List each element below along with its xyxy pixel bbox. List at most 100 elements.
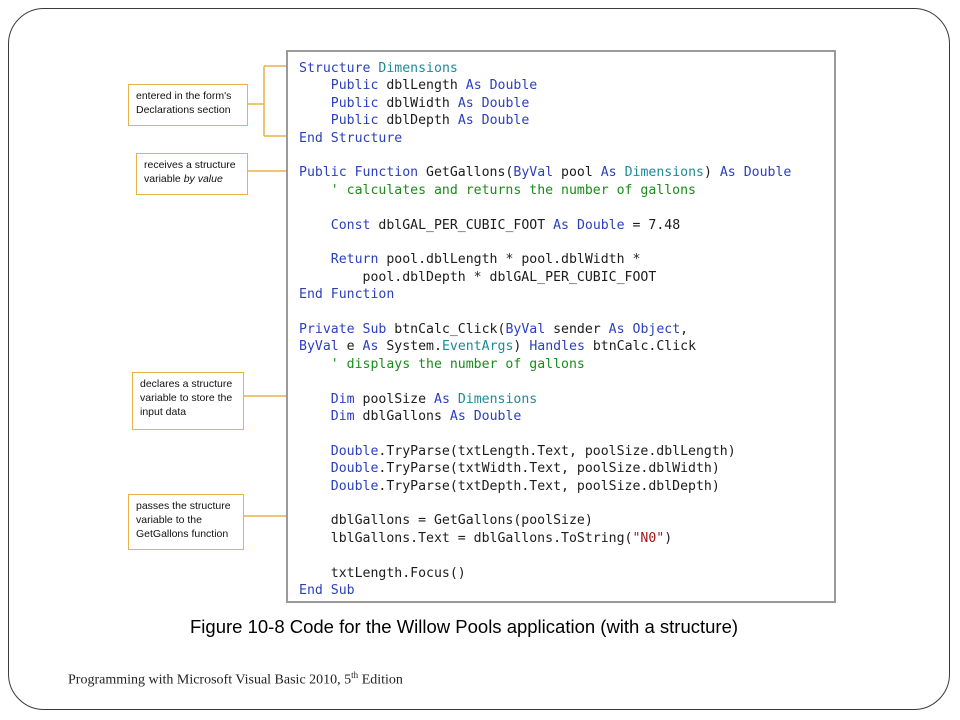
- callout-text: passes the structure: [136, 500, 231, 512]
- callout-text: declares a structure: [140, 378, 233, 390]
- code-line: Return pool.dblLength * pool.dblWidth *: [299, 251, 641, 269]
- code-line: End Structure: [299, 130, 402, 148]
- code-token: Structure: [299, 61, 371, 76]
- code-token: As: [608, 322, 625, 337]
- code-token: [299, 392, 331, 407]
- code-line: ByVal e As System.EventArgs) Handles btn…: [299, 338, 696, 356]
- callout-text: receives a structure: [144, 159, 236, 171]
- code-token: [299, 409, 331, 424]
- code-token: As: [600, 165, 617, 181]
- code-token: lblGallons.Text = dblGallons.ToString(: [299, 530, 633, 546]
- code-token: ByVal: [505, 322, 546, 337]
- code-line: Dim dblGallons As Double: [299, 408, 522, 426]
- code-token: [466, 409, 474, 424]
- code-line: pool.dblDepth * dblGAL_PER_CUBIC_FOOT: [299, 269, 657, 287]
- code-line: Dim poolSize As Dimensions: [299, 391, 537, 409]
- code-token: Object: [632, 322, 681, 337]
- code-token: [299, 113, 331, 128]
- callout-text: Declarations section: [136, 104, 231, 116]
- code-token: Return: [330, 252, 379, 268]
- callout-text: input data: [140, 406, 187, 418]
- code-token: dblWidth: [378, 95, 458, 111]
- code-line: Double.TryParse(txtLength.Text, poolSize…: [299, 443, 736, 461]
- code-token: [474, 96, 482, 111]
- code-token: GetGallons(: [418, 165, 514, 181]
- code-token: [299, 218, 331, 233]
- callout-text: variable to store the: [140, 392, 233, 404]
- code-token: ' displays the number of gallons: [330, 356, 585, 372]
- code-line: ' calculates and returns the number of g…: [299, 182, 696, 200]
- code-token: "N0": [632, 530, 665, 546]
- footer-text: Programming with Microsoft Visual Basic …: [68, 672, 352, 688]
- code-token: EventArgs: [441, 339, 514, 355]
- code-token: End Function: [299, 287, 395, 303]
- code-token: txtLength.Focus(): [299, 565, 466, 581]
- code-token: Public: [330, 95, 379, 111]
- code-token: [299, 78, 331, 93]
- code-token: Private Sub: [299, 322, 387, 337]
- callout-text: entered in the form's: [136, 90, 232, 102]
- code-line: txtLength.Focus(): [299, 565, 466, 583]
- code-line: End Sub: [299, 582, 355, 600]
- code-token: Double: [473, 409, 522, 424]
- code-token: [299, 183, 331, 198]
- callout-passes: passes the structure variable to the Get…: [128, 494, 244, 550]
- slide-footer: Programming with Microsoft Visual Basic …: [68, 670, 403, 689]
- connector-declarations: [248, 65, 296, 137]
- code-token: [736, 165, 744, 180]
- code-token: End Sub: [299, 583, 355, 598]
- code-token: .TryParse(txtLength.Text, poolSize.dblLe…: [378, 443, 736, 459]
- code-token: Double: [743, 165, 792, 181]
- code-token: Double: [330, 478, 379, 494]
- code-token: As: [457, 113, 474, 129]
- code-token: Public: [330, 78, 379, 94]
- code-token: Dimensions: [378, 61, 458, 76]
- code-line: ' displays the number of gallons: [299, 356, 585, 374]
- code-token: pool.dblDepth * dblGAL_PER_CUBIC_FOOT: [299, 269, 657, 285]
- code-token: [450, 392, 458, 407]
- code-token: [625, 322, 633, 337]
- code-line: Double.TryParse(txtDepth.Text, poolSize.…: [299, 478, 720, 496]
- callout-by-value: receives a structure variable by value: [136, 153, 248, 195]
- code-token: Public: [330, 113, 379, 129]
- code-token: ): [664, 530, 673, 546]
- code-token: .TryParse(txtWidth.Text, poolSize.dblWid…: [378, 461, 720, 477]
- code-line: Structure Dimensions: [299, 60, 458, 78]
- slide-frame: [8, 8, 950, 710]
- code-token: pool: [553, 165, 601, 181]
- code-token: Dimensions: [457, 391, 538, 407]
- code-line: dblGallons = GetGallons(poolSize): [299, 512, 593, 530]
- code-token: System.: [378, 339, 442, 355]
- code-token: Dim: [330, 409, 355, 424]
- callout-text-italic: by value: [183, 173, 223, 185]
- code-token: btnCalc_Click(: [386, 322, 506, 337]
- code-token: [299, 357, 331, 372]
- code-token: Double: [330, 461, 379, 477]
- code-token: btnCalc.Click: [584, 339, 697, 355]
- code-line: End Function: [299, 286, 394, 304]
- code-token: [299, 252, 331, 267]
- code-line: Public Function GetGallons(ByVal pool As…: [299, 164, 791, 182]
- figure-caption: Figure 10-8 Code for the Willow Pools ap…: [190, 616, 739, 637]
- code-token: ByVal: [513, 165, 554, 181]
- code-token: dblDepth: [378, 113, 458, 129]
- code-token: pool.dblLength * pool.dblWidth *: [378, 252, 641, 268]
- code-token: As: [434, 391, 450, 407]
- code-token: [474, 113, 482, 128]
- code-line: Const dblGAL_PER_CUBIC_FOOT As Double = …: [299, 217, 680, 235]
- code-line: lblGallons.Text = dblGallons.ToString("N…: [299, 530, 672, 548]
- callout-text: variable to the: [136, 514, 202, 526]
- code-token: As: [553, 217, 569, 233]
- code-token: Handles: [529, 339, 585, 355]
- callout-declares: declares a structure variable to store t…: [132, 372, 244, 430]
- code-token: = 7.48: [624, 217, 681, 233]
- code-token: End Structure: [299, 130, 403, 146]
- code-token: e: [338, 339, 363, 355]
- code-token: Dimensions: [624, 165, 704, 181]
- code-token: poolSize: [354, 391, 434, 407]
- code-token: Dim: [330, 391, 355, 407]
- code-token: As: [719, 165, 736, 181]
- callout-text: GetGallons function: [136, 528, 229, 540]
- code-token: Public Function: [299, 165, 419, 181]
- code-token: [617, 165, 625, 180]
